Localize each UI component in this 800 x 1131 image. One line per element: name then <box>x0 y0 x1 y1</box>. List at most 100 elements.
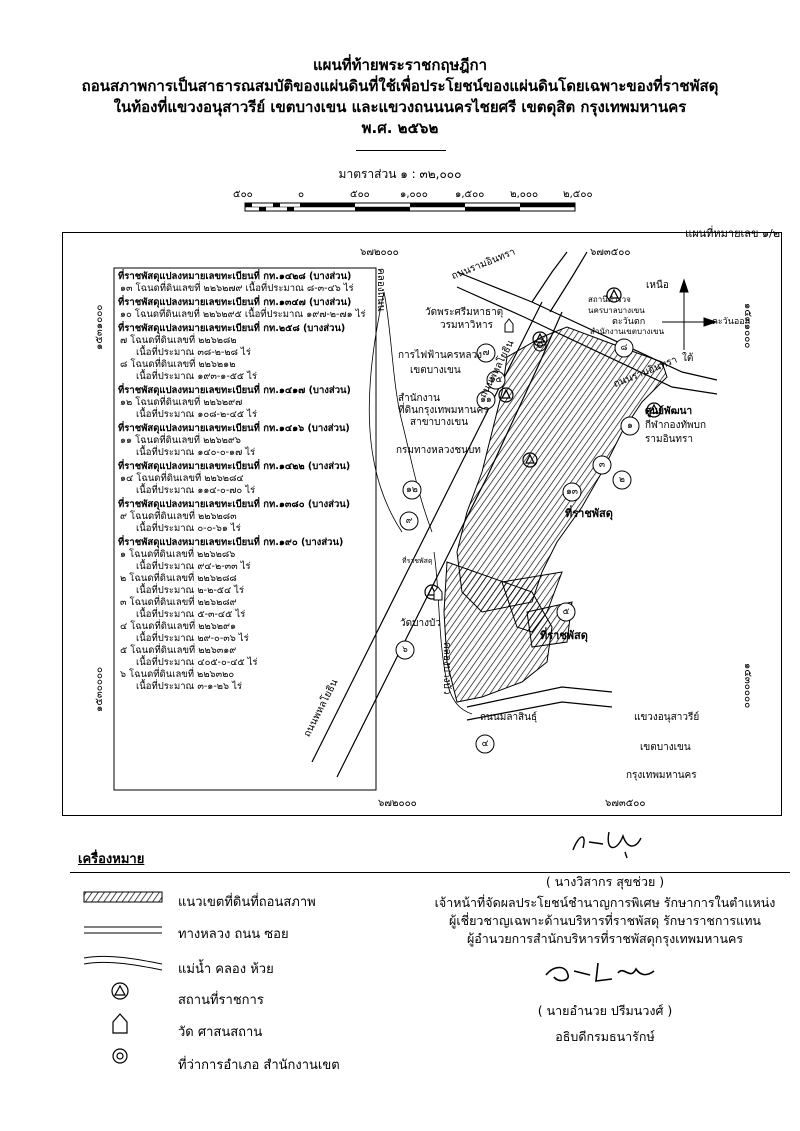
legend-district-symbol <box>112 1048 128 1064</box>
scale-bar <box>230 183 580 223</box>
map-label: กีฬากองทัพบก <box>645 420 707 431</box>
parcel-line: ๖ โฉนดที่ดินเลขที่ ๒๒๖๓๒๐ <box>120 669 235 680</box>
parcel-line: ๑๐ โฉนดที่ดินเลขที่ ๒๒๖๒๙๕ เนื้อที่ประมา… <box>120 309 366 320</box>
map-label: นครบาลบางเขน <box>588 306 645 315</box>
scale-tick-label: ๑,๐๐๐ <box>400 189 428 200</box>
parcel-line: ๙ โฉนดที่ดินเลขที่ ๒๒๖๒๘๓ <box>120 511 237 522</box>
signature-1-title: ผู้เชี่ยวชาญเฉพาะด้านบริหารที่ราชพัสดุ ร… <box>449 913 761 928</box>
map-label: การไฟฟ้านครหลวง <box>398 350 482 361</box>
parcel-number: ๗ <box>482 348 490 358</box>
scale-tick-label: ๕๐๐ <box>233 189 253 200</box>
coord-top-right: ๖๗๓๕๐๐ <box>590 247 631 258</box>
scale-label: มาตราส่วน ๑ : ๓๒,๐๐๐ <box>338 167 462 181</box>
parcel-table: ที่ราชพัสดุแปลงหมายเลขทะเบียนที่ กท.๑๔๒๘… <box>118 271 370 692</box>
parcel-group-heading: ที่ราชพัสดุแปลงหมายเลขทะเบียนที่ กท.๒๕๘ … <box>118 323 346 334</box>
legend-label: ทางหลวง ถนน ซอย <box>178 927 289 942</box>
canal-bangbua-line <box>433 551 473 715</box>
parcel-line: เนื้อที่ประมาณ ๓-๑-๒๖ ไร่ <box>136 681 242 692</box>
parcel-line: เนื้อที่ประมาณ ๑๑๔-๐-๗๐ ไร่ <box>136 485 256 496</box>
parcel-group-heading: ที่ราชพัสดุแปลงหมายเลขทะเบียนที่ กท.๑๔๑๖… <box>118 423 350 434</box>
signature-2-handwriting <box>545 962 655 982</box>
parcel-number: ๑๓ <box>566 487 578 497</box>
area-label: เขตบางเขน <box>640 742 691 753</box>
parcel-line: เนื้อที่ประมาณ ๔๐๕-๐-๔๕ ไร่ <box>136 657 258 668</box>
signature-1-name: ( นางวิสากร สุขช่วย ) <box>545 874 665 889</box>
title-line-3: ในท้องที่แขวงอนุสาวรีย์ เขตบางเขน และแขว… <box>113 98 687 116</box>
map-label: ที่ราชพัสดุ <box>540 629 588 642</box>
parcel-line: เนื้อที่ประมาณ ๐-๐-๖๑ ไร่ <box>136 523 241 534</box>
parcel-number: ๑๒ <box>406 485 418 495</box>
parcel-line: ๑๒ โฉนดที่ดินเลขที่ ๒๒๖๒๙๗ <box>120 397 243 408</box>
parcel-line: เนื้อที่ประมาณ ๑๐๘-๒-๔๕ ไร่ <box>136 409 257 420</box>
map-label: สำนักงานเขตบางเขน <box>590 327 665 336</box>
parcel-line: ๔ โฉนดที่ดินเลขที่ ๒๒๖๒๙๑ <box>120 621 237 632</box>
map-label: สาขาบางเขน <box>410 417 469 428</box>
scale-tick-label: ๒,๐๐๐ <box>510 189 539 200</box>
area-label: กรุงเทพมหานคร <box>626 770 697 781</box>
parcel-line: เนื้อที่ประมาณ ๑๔๐-๐-๑๗ ไร่ <box>136 447 256 458</box>
coord-right-bottom: ๑๕๓๐๐๐๐ <box>742 663 753 709</box>
canal-label: คลองถนน <box>375 268 386 312</box>
parcel-line: ๑๔ โฉนดที่ดินเลขที่ ๒๒๖๒๘๔ <box>120 473 244 484</box>
signature-2-title: อธิบดีกรมธนารักษ์ <box>555 1029 655 1044</box>
road-malasinthu <box>466 686 613 721</box>
parcel-line: เนื้อที่ประมาณ ๓๘-๒-๒๘ ไร่ <box>136 347 251 358</box>
parcel-line: ๕ โฉนดที่ดินเลขที่ ๒๒๖๓๑๙ <box>120 645 237 656</box>
parcel-number: ๙ <box>405 516 413 526</box>
legend-label: แม่น้ำ คลอง ห้วย <box>178 962 274 977</box>
map-canvas <box>113 251 718 791</box>
map-title: แผนที่ท้ายพระราชกฤษฎีกา ถอนสภาพการเป็นสา… <box>0 55 800 139</box>
parcel-line: เนื้อที่ประมาณ ๒๙-๐-๓๖ ไร่ <box>136 633 249 644</box>
legend-label: วัด ศาสนสถาน <box>178 1025 263 1040</box>
legend-temple-symbol <box>112 1013 128 1034</box>
legend-divider <box>70 872 790 873</box>
map-label: กรมทางหลวงชนบท <box>396 445 481 456</box>
parcel-line: เนื้อที่ประมาณ ๑๙๓-๑-๕๕ ไร่ <box>136 371 258 382</box>
parcel-number: ๒ <box>619 475 625 485</box>
scale-tick-label: ๑,๕๐๐ <box>455 189 485 200</box>
map-label: ที่ดินกรุงเทพมหานคร <box>398 405 489 416</box>
legend-river-symbol <box>83 955 163 965</box>
area-label: แขวงอนุสาวรีย์ <box>634 712 700 723</box>
map-label: วรมหาวิหาร <box>440 320 493 331</box>
legend-label: แนวเขตที่ดินที่ถอนสภาพ <box>178 895 316 910</box>
signature-1-title: เจ้าหน้าที่จัดผลประโยชน์ชำนาญการพิเศษ รั… <box>434 895 776 910</box>
map-label: สถานีตำรวจ <box>588 295 631 304</box>
map-label: เขตบางเขน <box>410 365 461 376</box>
legend-office-symbol <box>111 982 129 1000</box>
compass-west: ตะวันตก <box>612 317 646 327</box>
title-divider <box>356 150 446 151</box>
signature-1-title: ผู้อำนวยการสำนักบริหารที่ราชพัสดุกรุงเทพ… <box>466 931 744 946</box>
parcel-group-heading: ที่ราชพัสดุแปลงหมายเลขทะเบียนที่ กท.๑๓๘๐… <box>118 499 351 510</box>
scale-tick-label: ๒,๕๐๐ <box>563 189 593 200</box>
parcel-group-heading: ที่ราชพัสดุแปลงหมายเลขทะเบียนที่ กท.๑๙๐ … <box>118 537 344 548</box>
parcel-number: ๑๑ <box>480 395 492 405</box>
map-label: ที่ราชพัสดุ <box>402 557 433 565</box>
parcel-number-circles <box>395 338 640 754</box>
map-label: รามอินทรา <box>645 434 693 445</box>
district-symbol <box>533 338 547 352</box>
sheet-number: แผนที่หมายเลข ๑/๒ <box>685 227 780 240</box>
canal-line <box>383 291 433 533</box>
legend-label: สถานที่ราชการ <box>178 993 264 1008</box>
parcel-number: ๓ <box>598 460 606 470</box>
title-line-1: แผนที่ท้ายพระราชกฤษฎีกา <box>313 56 487 74</box>
parcel-line: เนื้อที่ประมาณ ๕-๓-๔๕ ไร่ <box>136 609 246 620</box>
legend-label: ที่ว่าการอำเภอ สำนักงานเขต <box>178 1058 340 1073</box>
scale-tick-label: ๕๐๐ <box>350 189 370 200</box>
signature-1-handwriting <box>572 831 642 859</box>
map-label: ศูนย์พัฒนา <box>645 406 693 417</box>
compass-north: เหนือ <box>646 280 669 291</box>
map-label: วัดบางบัว <box>400 618 441 629</box>
temple-symbols <box>433 318 514 601</box>
legend-symbols <box>83 891 163 1064</box>
compass-east: ตะวันออก <box>712 317 751 327</box>
parcel-line: ๑ โฉนดที่ดินเลขที่ ๒๒๖๒๘๖ <box>120 549 236 560</box>
coord-left-bottom: ๑๕๓๐๐๐๐ <box>94 666 105 712</box>
title-line-2: ถอนสภาพการเป็นสาธารณสมบัติของแผ่นดินที่ใ… <box>81 77 719 95</box>
map-label: วัดพระศรีมหาธาตุ <box>425 307 504 318</box>
parcel-number: ๘ <box>620 343 628 353</box>
parcel-number: ๖ <box>402 645 408 655</box>
legend-hatch-symbol <box>83 891 163 903</box>
canal-label: คลองบางบัว <box>441 642 452 695</box>
